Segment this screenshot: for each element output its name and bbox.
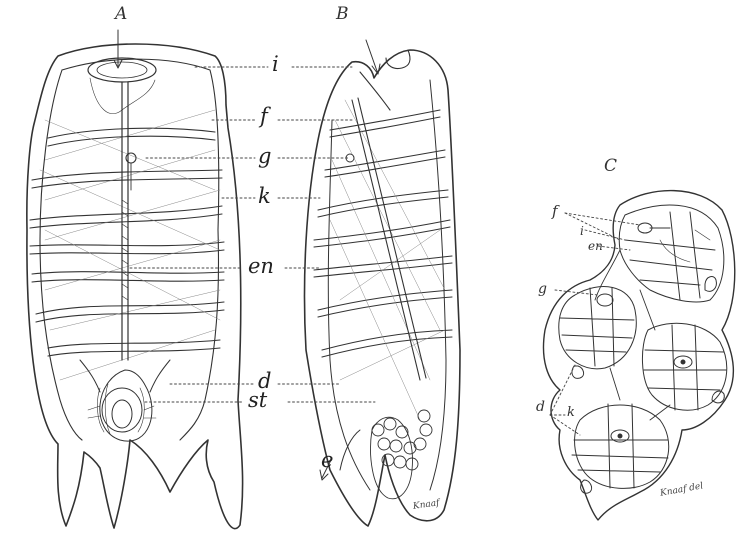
label-c-i: i	[580, 225, 584, 237]
panel-b-letter: B	[336, 4, 349, 24]
label-c-k: k	[567, 406, 575, 419]
label-c-g: g	[538, 282, 547, 296]
label-i: i	[272, 54, 279, 75]
panel-c-outer-test	[543, 191, 734, 520]
panel-a-drawing	[27, 30, 243, 529]
panel-b-stomach	[320, 410, 432, 499]
panel-c-letter: C	[604, 156, 617, 176]
label-k: k	[258, 186, 271, 207]
leader-lines	[130, 67, 640, 435]
label-c-d: d	[536, 400, 545, 414]
panel-a-muscle-bands	[30, 128, 224, 356]
label-st: st	[248, 390, 267, 411]
label-c-f: f	[552, 204, 558, 219]
panel-c-drawing	[543, 191, 734, 520]
panel-a-letter: A	[115, 4, 127, 24]
label-g: g	[258, 146, 271, 167]
panel-c-zooid-1	[619, 205, 724, 302]
panel-a-stomach	[80, 360, 170, 441]
label-c-en: en	[588, 240, 603, 252]
panel-c-zooid-3	[642, 323, 726, 410]
panel-b-muscle-bands	[314, 110, 452, 357]
panel-a-outer-test	[27, 44, 243, 529]
label-f: f	[260, 106, 268, 127]
label-e: e	[321, 450, 333, 471]
panel-c-zooid-2	[559, 287, 636, 379]
panel-a-inner-body	[40, 59, 219, 440]
label-en: en	[248, 256, 274, 277]
panel-a-endostyle	[122, 82, 128, 360]
